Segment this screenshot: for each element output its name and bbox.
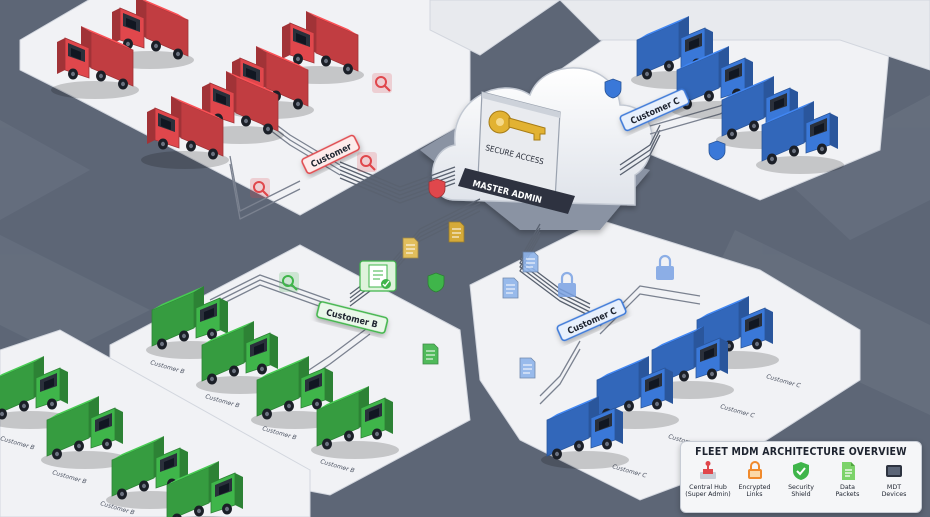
gold-key-icon: [488, 110, 546, 141]
blue-truck-bottom: [541, 396, 629, 469]
link-line: [339, 161, 456, 188]
magnifier-icon: [372, 73, 392, 93]
red-truck: [276, 11, 364, 84]
magnifier-icon: [357, 152, 377, 172]
legend-item-data-packets: Data Packets: [825, 460, 871, 499]
data-packet-icon: [502, 277, 519, 299]
link-line: [209, 279, 331, 306]
red-truck: [51, 26, 139, 99]
link-line: [539, 340, 581, 397]
clipboard-check-icon: [359, 260, 397, 292]
shield-icon: [427, 272, 445, 293]
green-truck: [311, 386, 399, 459]
link-line: [299, 325, 371, 377]
link-line: [339, 165, 456, 192]
security-shield-icon: [778, 460, 824, 482]
legend-item-security-shield: Security Shield: [778, 460, 824, 499]
magnifier-icon: [250, 178, 270, 198]
magnifier-icon: [279, 272, 299, 292]
link-line: [599, 293, 701, 335]
data-packet-icon: [422, 343, 439, 365]
green-corner-platform: [0, 329, 311, 517]
red-truck: [141, 96, 229, 169]
master-admin-plate: [458, 168, 575, 214]
legend-label: Security Shield: [788, 484, 814, 499]
lock-icon: [656, 254, 674, 280]
mdt-device-icon: [871, 460, 917, 482]
shield-icon: [708, 140, 726, 161]
encrypted-links-icon: [732, 460, 778, 482]
panel-topbar: [482, 92, 560, 118]
legend-label: Central Hub (Super Admin): [685, 484, 731, 499]
green-truck: [166, 461, 243, 517]
link-line: [619, 129, 661, 171]
blue-truck-top: [756, 101, 844, 174]
top-right-corner: [559, 0, 930, 71]
link-line: [229, 163, 301, 220]
link-line: [209, 274, 331, 301]
green-truck: [41, 396, 129, 469]
central-hub-icon: [685, 460, 731, 482]
blue-truck-top: [716, 76, 804, 149]
data-packet-icon: [825, 460, 871, 482]
lock-icon: [558, 271, 576, 297]
link-line: [539, 348, 581, 405]
data-packet-icon: [522, 251, 539, 273]
top-right-sidewalk: [429, 0, 561, 56]
red-truck: [106, 0, 194, 69]
data-packet-icon: [402, 237, 419, 259]
legend-item-encrypted-links: Encrypted Links: [732, 460, 778, 499]
legend-label: MDT Devices: [881, 484, 907, 499]
link-line: [619, 134, 661, 176]
data-packet-icon: [519, 357, 536, 379]
legend-item-central-hub: Central Hub (Super Admin): [685, 460, 731, 499]
legend-panel: FLEET MDM ARCHITECTURE OVERVIEW Central …: [680, 441, 922, 513]
shield-icon: [604, 78, 622, 99]
shield-icon: [428, 178, 446, 199]
legend-items: Central Hub (Super Admin) Encrypted Link…: [685, 460, 917, 499]
link-line: [519, 227, 591, 309]
legend-item-mdt-devices: MDT Devices: [871, 460, 917, 499]
legend-label: Data Packets: [835, 484, 860, 499]
link-line: [519, 231, 591, 313]
data-packet-icon: [448, 221, 465, 243]
floating-icons: [250, 73, 726, 379]
legend-title: FLEET MDM ARCHITECTURE OVERVIEW: [695, 446, 907, 458]
legend-label: Encrypted Links: [738, 484, 771, 499]
link-line: [229, 155, 301, 212]
